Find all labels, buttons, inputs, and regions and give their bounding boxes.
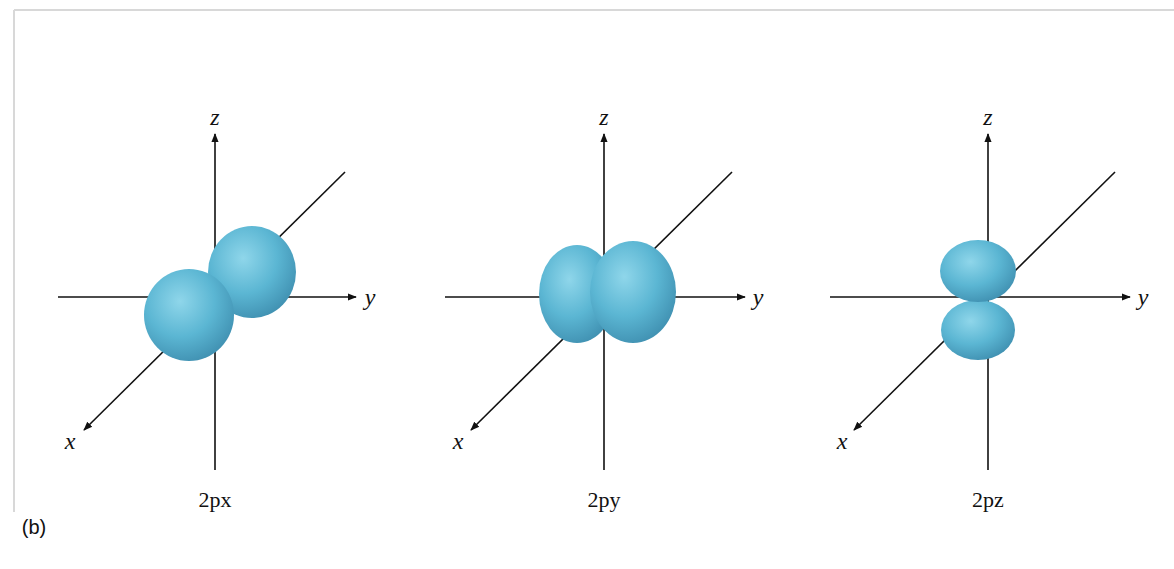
orbital-name: 2py xyxy=(588,489,621,511)
axis-label: x xyxy=(65,429,76,453)
orbital-name: 2pz xyxy=(972,489,1004,511)
axis-label: z xyxy=(599,105,608,129)
axis-label: y xyxy=(1138,285,1149,309)
orbital-name: 2px xyxy=(199,489,232,511)
axes xyxy=(58,134,1130,470)
axis-label: y xyxy=(365,285,376,309)
panel-tag: (b) xyxy=(22,517,46,537)
axis-label: x xyxy=(837,429,848,453)
axis-label: y xyxy=(753,285,764,309)
frame-line xyxy=(14,10,1174,512)
axis-label: x xyxy=(453,429,464,453)
axis-label: z xyxy=(983,105,992,129)
orbital-lobes xyxy=(144,226,1016,361)
axis-label: z xyxy=(210,105,219,129)
